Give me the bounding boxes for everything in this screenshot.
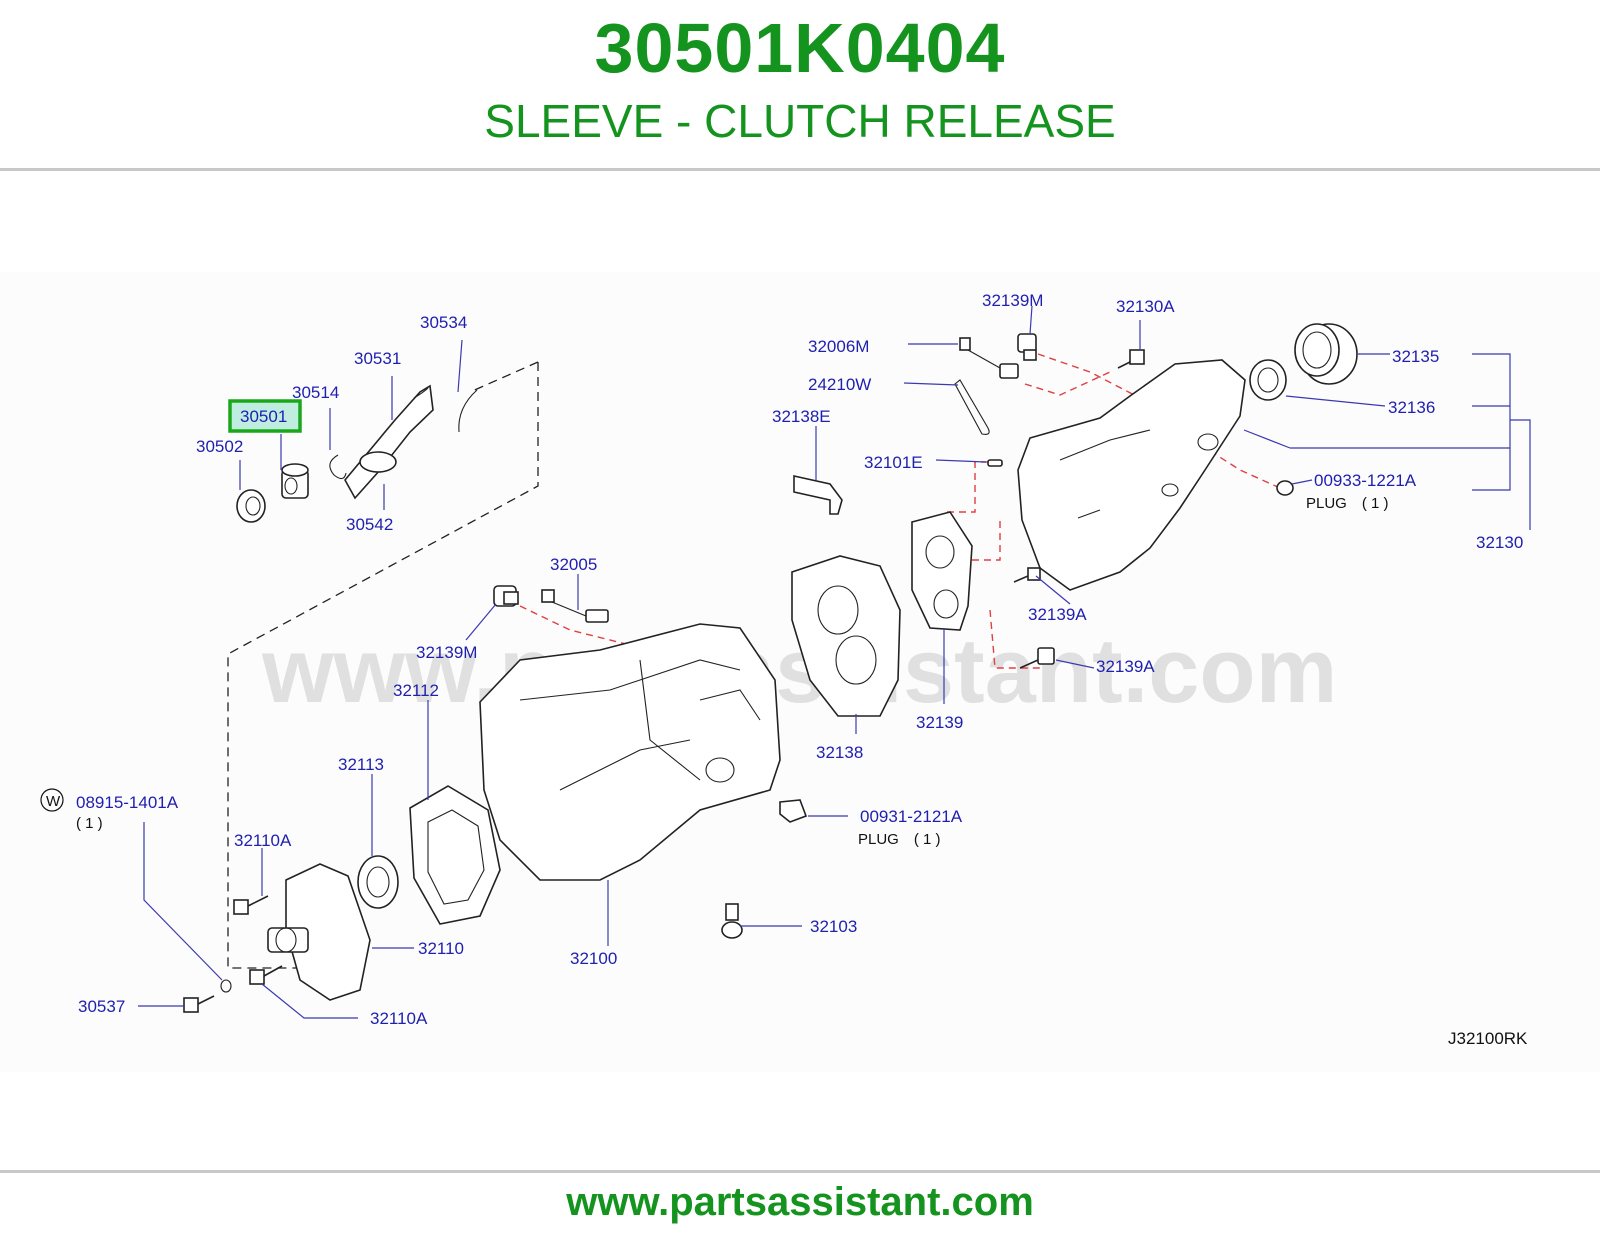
clip-30514-part [329, 454, 347, 480]
plug-32139M-mid-part [493, 585, 519, 607]
callout-32139[interactable]: 32139 [916, 713, 963, 732]
note-qty-08915: ( 1 ) [76, 815, 103, 832]
bolt-32130A-part [1117, 349, 1145, 369]
w-symbol-letter: W [46, 793, 61, 810]
pin-32101E-part [987, 459, 1003, 467]
callout-32110[interactable]: 32110 [418, 939, 464, 958]
callout-32138E[interactable]: 32138E [772, 407, 831, 426]
figure-code: J32100RK [1448, 1029, 1528, 1048]
callout-32135[interactable]: 32135 [1392, 347, 1439, 366]
w-symbol: W [40, 788, 64, 812]
parts-diagram: www.partsassistant.com [40, 291, 1531, 1048]
gasket-32112-part [409, 785, 501, 925]
breather-32138E-part [793, 475, 843, 515]
part-name-subtitle: SLEEVE - CLUTCH RELEASE [484, 95, 1116, 147]
seal-32113-part [357, 855, 399, 909]
clutch-group-outline [227, 362, 539, 969]
callout-08915[interactable]: 08915-1401A [76, 793, 179, 812]
part-number-title: 30501K0404 [594, 9, 1006, 87]
plate-32139-part [911, 511, 973, 631]
callout-30502[interactable]: 30502 [196, 437, 243, 456]
clip-24210W-part [954, 379, 990, 435]
housing-32130-part [1017, 359, 1246, 591]
callout-32100[interactable]: 32100 [570, 949, 617, 968]
callout-32136[interactable]: 32136 [1388, 398, 1435, 417]
callout-32110A-top[interactable]: 32110A [234, 831, 292, 850]
plug-00933-part [1276, 480, 1294, 496]
switch-32006M-part [959, 337, 1019, 379]
plug-00931-part [779, 799, 808, 823]
callout-32101E[interactable]: 32101E [864, 453, 923, 472]
callout-30537[interactable]: 30537 [78, 997, 125, 1016]
bearing-30502-part [236, 489, 266, 523]
callout-32139A-lower[interactable]: 32139A [1096, 657, 1155, 676]
leader-30534 [457, 339, 463, 393]
note-plug-00931: PLUG ( 1 ) [858, 831, 941, 848]
callout-30531[interactable]: 30531 [354, 349, 401, 368]
callout-32138[interactable]: 32138 [816, 743, 863, 762]
assembly-line-b [1024, 371, 1111, 396]
washer-08915-part [220, 979, 232, 993]
callout-30501[interactable]: 30501 [240, 407, 287, 426]
leader-32139A-lower [1055, 659, 1095, 669]
bearing-32135-part [1294, 323, 1358, 385]
bracket-32130 [1472, 353, 1511, 491]
clutch-group-outline-top [469, 361, 539, 393]
callout-32005[interactable]: 32005 [550, 555, 597, 574]
sensor-32005-part [541, 589, 609, 623]
callout-32112[interactable]: 32112 [393, 681, 439, 700]
bolt-32139A-lower-part [1019, 647, 1055, 669]
callout-30534[interactable]: 30534 [420, 313, 467, 332]
leader-32110A-bottom [261, 983, 358, 1019]
spring-30534-part [458, 389, 478, 433]
adapter-plate-32138-part [791, 555, 901, 717]
leader-32139M-top [1029, 305, 1033, 335]
callout-32103[interactable]: 32103 [810, 917, 857, 936]
callout-00933[interactable]: 00933-1221A [1314, 471, 1417, 490]
callout-32139M-mid[interactable]: 32139M [416, 643, 477, 662]
callout-00931[interactable]: 00931-2121A [860, 807, 963, 826]
leader-32136 [1285, 395, 1386, 407]
callout-32130A[interactable]: 32130A [1116, 297, 1175, 316]
callout-32139A-upper[interactable]: 32139A [1028, 605, 1087, 624]
bracket-32130-outer [1510, 419, 1531, 530]
highlight-box [228, 399, 302, 433]
callout-32130[interactable]: 32130 [1476, 533, 1523, 552]
leader-32101E [935, 459, 987, 463]
leader-08915 [143, 822, 223, 981]
transmission-case-32100-part [479, 623, 781, 881]
callout-30514[interactable]: 30514 [292, 383, 339, 402]
page-header: 30501K0404 SLEEVE - CLUTCH RELEASE [0, 0, 1600, 170]
leader-00933 [1291, 479, 1313, 485]
footer-divider [0, 1170, 1600, 1173]
assembly-line-f [1189, 437, 1281, 489]
bolt-32110A-upper-part [233, 895, 269, 915]
callout-32113[interactable]: 32113 [338, 755, 384, 774]
note-plug-00933: PLUG ( 1 ) [1306, 495, 1389, 512]
callout-24210W[interactable]: 24210W [808, 375, 871, 394]
plug-32139M-top-part [1017, 333, 1037, 361]
front-cover-32110-part [267, 863, 371, 1001]
callout-32139M-top[interactable]: 32139M [982, 291, 1043, 310]
leader-32130-housing [1243, 429, 1291, 449]
callout-30542[interactable]: 30542 [346, 515, 393, 534]
bolt-32110A-lower-part [249, 965, 283, 985]
assembly-line-a [1037, 353, 1141, 399]
sleeve-30501-part [281, 463, 309, 499]
drain-32103-part [721, 903, 743, 939]
header-divider [0, 168, 1600, 171]
lever-30531-part [344, 384, 434, 500]
leader-24210W [903, 382, 959, 386]
bolt-30537-part [183, 995, 215, 1013]
bolt-32139A-upper-part [1013, 567, 1041, 583]
leader-32139A-upper [1035, 575, 1071, 605]
leader-32139M-mid [465, 603, 497, 641]
seal-32136-part [1249, 359, 1287, 401]
assembly-line-d [989, 609, 1040, 669]
footer-url[interactable]: www.partsassistant.com [566, 1180, 1034, 1224]
callout-32006M[interactable]: 32006M [808, 337, 869, 356]
callout-32110A-bottom[interactable]: 32110A [370, 1009, 428, 1028]
